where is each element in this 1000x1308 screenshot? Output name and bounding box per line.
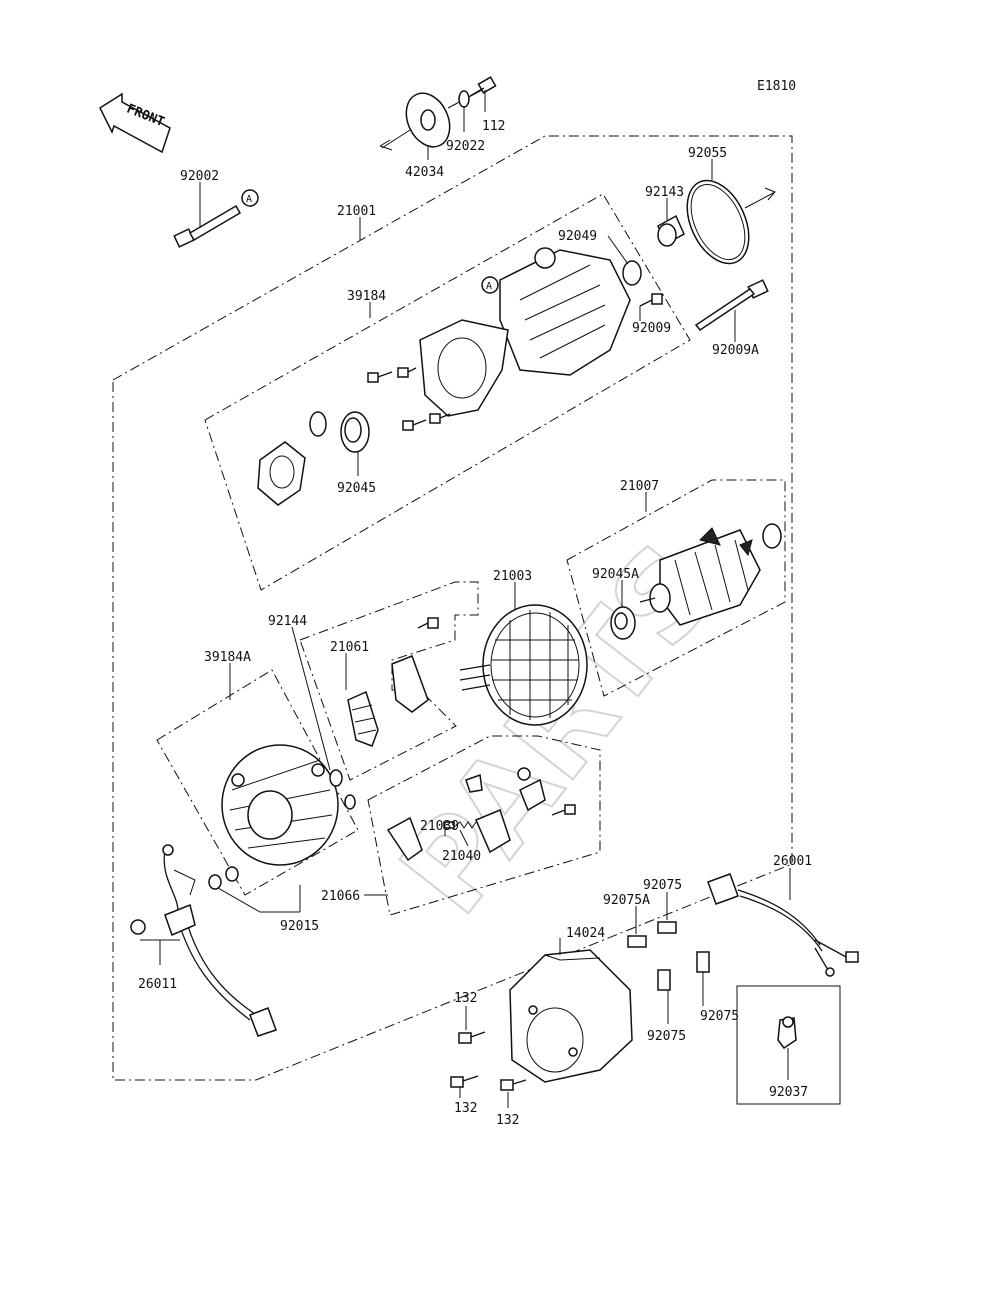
screw-132-b	[450, 1075, 479, 1088]
label-92002: 92002	[180, 169, 219, 184]
label-92075-right: 92075	[700, 1009, 739, 1024]
label-132-c: 132	[496, 1113, 519, 1128]
spacer-92015-a	[208, 874, 222, 890]
harness-26001	[707, 873, 859, 977]
label-92144: 92144	[268, 614, 307, 629]
brush-92075A	[627, 935, 647, 948]
washer-92022	[458, 90, 470, 108]
group-box-21007	[566, 479, 786, 697]
rotor-21007	[639, 523, 782, 626]
label-112: 112	[482, 119, 505, 134]
group-box-39184	[204, 193, 691, 591]
label-26011: 26011	[138, 977, 177, 992]
label-92049: 92049	[558, 229, 597, 244]
group-box-21066	[367, 735, 601, 916]
label-92045A: 92045A	[592, 567, 639, 582]
svg-text:A: A	[246, 194, 252, 205]
label-92015: 92015	[280, 919, 319, 934]
label-92022: 92022	[446, 139, 485, 154]
label-92009A: 92009A	[712, 343, 759, 358]
brush-92075-mid	[657, 969, 671, 991]
label-92075A: 92075A	[603, 893, 650, 908]
oil-seal-92049	[622, 260, 642, 286]
washer-92144-b	[344, 794, 356, 810]
label-92075-mid: 92075	[647, 1029, 686, 1044]
label-21001: 21001	[337, 204, 376, 219]
spacer-92015-b	[225, 866, 239, 882]
regulator-21066	[386, 767, 576, 862]
terminal-92037	[777, 1016, 797, 1050]
plate-screws	[367, 367, 451, 431]
bolt-112	[469, 76, 497, 97]
front-housing-39184A	[221, 744, 339, 866]
label-21039: 21039	[420, 819, 459, 834]
screw-132-a	[458, 1031, 486, 1044]
front-arrow-icon: FRONT	[99, 92, 171, 154]
brush-92075-top	[657, 921, 677, 934]
long-bolt-92002: A	[173, 189, 259, 248]
label-21040: 21040	[442, 849, 481, 864]
group-box-21061	[299, 581, 479, 781]
screw-132-c	[500, 1079, 527, 1091]
label-92009: 92009	[632, 321, 671, 336]
diagram-id: E1810	[757, 79, 796, 94]
label-92037: 92037	[769, 1085, 808, 1100]
label-21061: 21061	[330, 640, 369, 655]
brush-21039	[443, 821, 477, 829]
label-21007: 21007	[620, 479, 659, 494]
label-132-a: 132	[454, 991, 477, 1006]
plate-39184	[419, 319, 509, 417]
brush-92075-right	[696, 951, 710, 973]
part-labels: 112 92022 42034 92002 21001 92055 92143 …	[138, 119, 812, 1128]
label-26001: 26001	[773, 854, 812, 869]
label-42034: 42034	[405, 165, 444, 180]
bearing-92045	[340, 411, 370, 453]
label-21003: 21003	[493, 569, 532, 584]
rear-housing: A	[481, 247, 631, 376]
svg-text:A: A	[486, 281, 492, 292]
group-box-39184A	[156, 669, 359, 896]
screw-92009	[639, 293, 663, 307]
stator-21003	[459, 604, 588, 726]
leader-lines	[140, 90, 791, 1108]
cover-14024	[509, 949, 633, 1083]
label-92045: 92045	[337, 481, 376, 496]
label-92055: 92055	[688, 146, 727, 161]
label-39184A: 39184A	[204, 650, 251, 665]
o-ring-92055	[686, 179, 750, 265]
bushing-92143	[657, 214, 685, 247]
brush-holder-21061	[347, 617, 439, 747]
through-bolt-92009A	[694, 279, 769, 332]
label-92143: 92143	[645, 185, 684, 200]
snap-ring	[309, 411, 327, 437]
harness-26011	[130, 844, 277, 1037]
label-14024: 14024	[566, 926, 605, 941]
bearing-92045A	[610, 606, 636, 640]
label-21066: 21066	[321, 889, 360, 904]
flange-plate	[257, 441, 306, 506]
group-box-92037	[736, 985, 841, 1105]
label-132-b: 132	[454, 1101, 477, 1116]
label-39184: 39184	[347, 289, 386, 304]
washer-92144	[329, 769, 343, 787]
label-92075-top: 92075	[643, 878, 682, 893]
